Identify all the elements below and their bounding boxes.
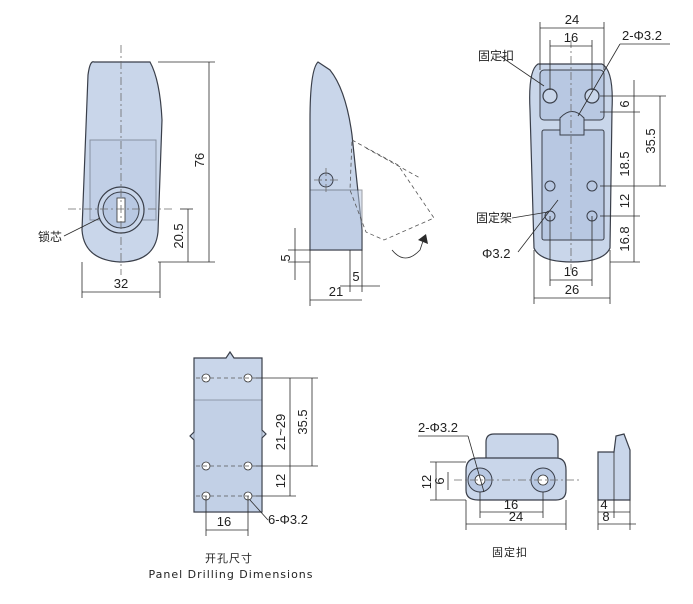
dim-top-24: 24	[565, 12, 579, 27]
label-hole-spec-bottom: Φ3.2	[482, 246, 510, 261]
side-view: 5 5 21	[278, 61, 435, 306]
dim-buckle-12: 12	[419, 475, 434, 489]
label-buckle-hole-spec: 2-Φ3.2	[418, 420, 458, 435]
caption-drilling-en: Panel Drilling Dimensions	[148, 568, 313, 581]
caption-drilling-cn: 开孔尺寸	[205, 551, 253, 565]
dim-side-21: 21	[329, 284, 343, 299]
label-fixed-bracket: 固定架	[476, 210, 512, 225]
front-view: 76 20.5 32 锁芯	[38, 45, 215, 298]
dim-bottom-16: 16	[564, 264, 578, 279]
dim-buckle-side-8: 8	[602, 509, 609, 524]
label-drill-holes: 6-Φ3.2	[268, 512, 308, 527]
dim-side-5-vertical: 5	[278, 254, 293, 261]
panel-drilling-view: 35.5 21~29 12 16 6-Φ3.2 开孔尺寸 Panel Drill…	[148, 350, 318, 581]
buckle-view: 12 6 2-Φ3.2 16 24 固定扣 4 8	[418, 420, 636, 559]
top-right-view: 24 16 2-Φ3.2 固定扣 固定架 Φ3.2 6 35.5 18.5 12…	[476, 12, 670, 304]
dim-bottom-26: 26	[565, 282, 579, 297]
dim-drill-12: 12	[273, 474, 288, 488]
dim-buckle-6: 6	[432, 477, 447, 484]
dim-top-16: 16	[564, 30, 578, 45]
dim-buckle-16: 16	[504, 497, 518, 512]
dim-buckle-24: 24	[509, 509, 523, 524]
dim-v-18-5: 18.5	[617, 151, 632, 176]
dim-v-6: 6	[617, 100, 632, 107]
dim-v-35-5: 35.5	[643, 128, 658, 153]
dim-v-16-8: 16.8	[617, 226, 632, 251]
dim-drill-16: 16	[217, 514, 231, 529]
label-fixed-buckle: 固定扣	[478, 48, 514, 63]
dim-core-height-20-5: 20.5	[171, 223, 186, 248]
dim-drill-35-5: 35.5	[295, 409, 310, 434]
dim-drill-21-29: 21~29	[273, 414, 288, 451]
label-hole-spec-top: 2-Φ3.2	[622, 28, 662, 43]
dim-buckle-side-4: 4	[600, 497, 607, 512]
dim-width-32: 32	[114, 276, 128, 291]
dim-v-12: 12	[617, 194, 632, 208]
dim-height-76: 76	[192, 153, 207, 167]
label-lock-core: 锁芯	[38, 229, 62, 244]
caption-buckle: 固定扣	[492, 545, 528, 559]
dim-side-5-horizontal: 5	[352, 269, 359, 284]
